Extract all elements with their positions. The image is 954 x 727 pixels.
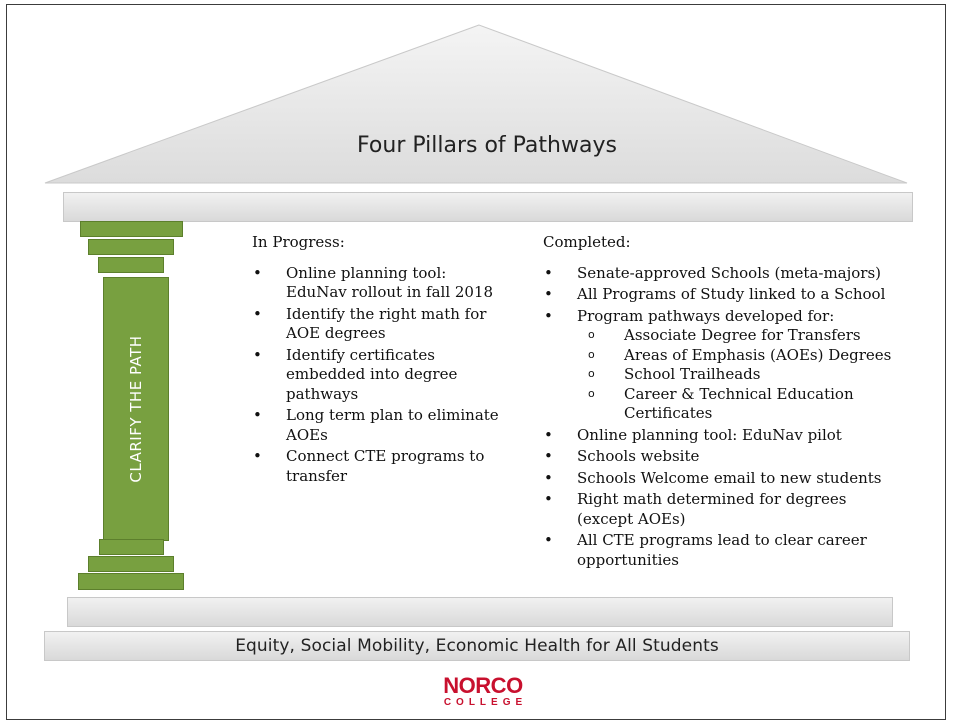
sub-list-item: Career & Technical Education Certificate… xyxy=(577,384,903,424)
sub-list-item: Areas of Emphasis (AOEs) Degrees xyxy=(577,345,903,366)
sub-list-item: School Trailheads xyxy=(577,364,903,385)
list-item: Senate-approved Schools (meta-majors) xyxy=(543,264,903,284)
foundation-text: Equity, Social Mobility, Economic Health… xyxy=(235,636,719,656)
list-item: Identify certificates embedded into degr… xyxy=(252,346,502,405)
pillar-base-top xyxy=(99,539,164,555)
list-item: Online planning tool: EduNav pilot xyxy=(543,426,903,446)
list-item: Identify the right math for AOE degrees xyxy=(252,305,502,344)
list-item: Online planning tool: EduNav rollout in … xyxy=(252,264,502,303)
list-item: All Programs of Study linked to a School xyxy=(543,285,903,305)
pillar-capital-bottom xyxy=(98,257,164,273)
list-item: All CTE programs lead to clear career op… xyxy=(543,531,903,570)
foundation-beam: Equity, Social Mobility, Economic Health… xyxy=(44,631,910,661)
in-progress-list: Online planning tool: EduNav rollout in … xyxy=(252,264,502,487)
list-item: Right math determined for degrees (excep… xyxy=(543,490,903,529)
list-item: Schools Welcome email to new students xyxy=(543,469,903,489)
top-beam xyxy=(63,192,913,222)
list-item-text: Program pathways developed for: xyxy=(577,306,835,325)
pillar-shaft xyxy=(103,277,169,541)
pillar-capital-middle xyxy=(88,239,174,255)
logo-subtitle: COLLEGE xyxy=(443,697,528,708)
in-progress-heading: In Progress: xyxy=(252,233,345,251)
completed-list: Senate-approved Schools (meta-majors) Al… xyxy=(543,264,903,571)
list-item: Schools website xyxy=(543,447,903,467)
page-title: Four Pillars of Pathways xyxy=(357,133,617,158)
slide-frame: Four Pillars of Pathways CLARIFY THE PAT… xyxy=(6,4,946,720)
completed-heading: Completed: xyxy=(543,233,631,251)
list-item: Connect CTE programs to transfer xyxy=(252,447,502,486)
pillar-base-middle xyxy=(88,556,174,572)
pillar-label: CLARIFY THE PATH xyxy=(127,335,145,483)
in-progress-column: In Progress: Online planning tool: EduNa… xyxy=(252,233,502,488)
logo-name: NORCO xyxy=(443,673,523,698)
college-logo: NORCO COLLEGE xyxy=(423,675,543,709)
bottom-beam xyxy=(67,597,893,627)
pillar-base-bottom xyxy=(78,573,184,590)
pillar-capital-top xyxy=(80,221,183,237)
roof-pediment xyxy=(44,24,908,184)
list-item: Program pathways developed for: Associat… xyxy=(543,307,903,424)
list-item: Long term plan to eliminate AOEs xyxy=(252,406,502,445)
sub-list: Associate Degree for Transfers Areas of … xyxy=(577,325,903,424)
sub-list-item: Associate Degree for Transfers xyxy=(577,325,903,346)
completed-column: Completed: Senate-approved Schools (meta… xyxy=(543,233,903,572)
